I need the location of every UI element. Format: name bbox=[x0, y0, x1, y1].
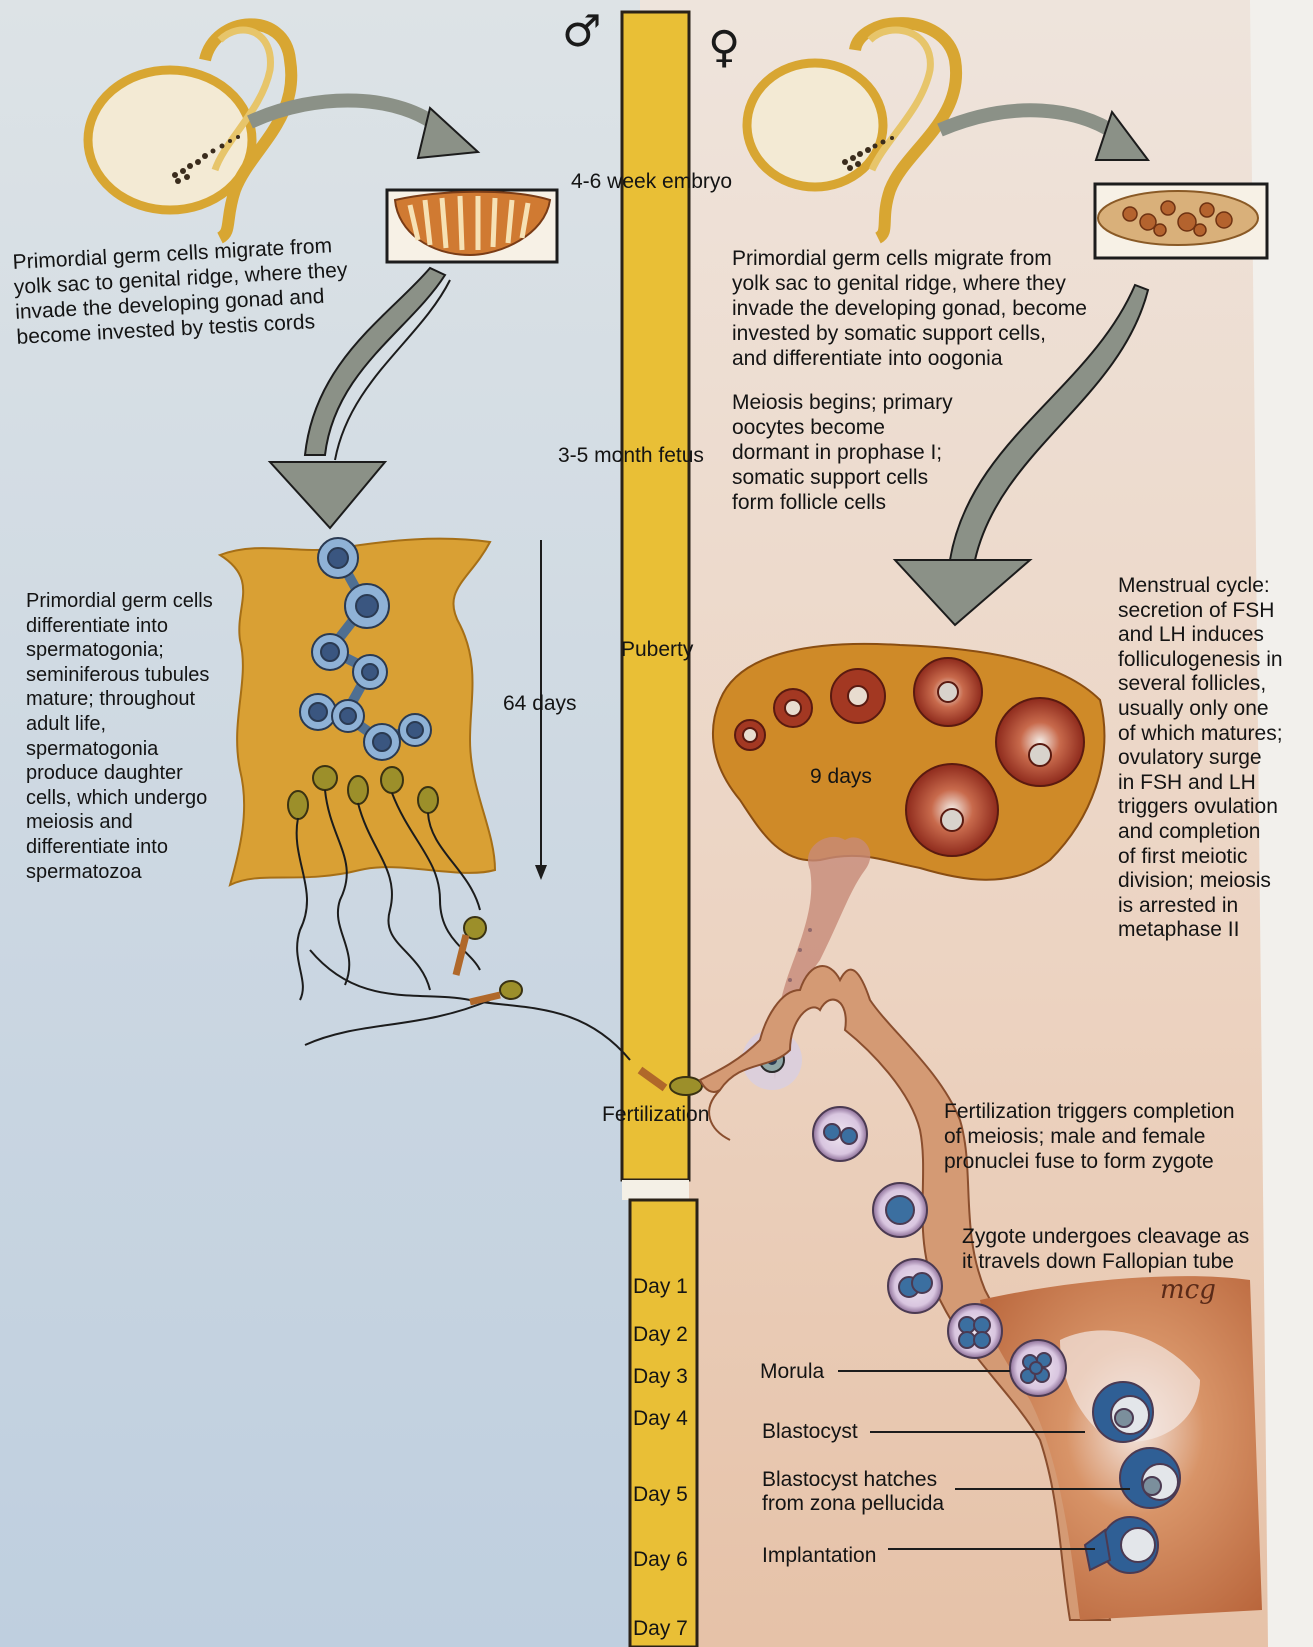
female-menstrual-cycle-text: Menstrual cycle: secretion of FSH and LH… bbox=[1118, 574, 1283, 943]
timeline-label-embryo: 4-6 week embryo bbox=[571, 170, 732, 194]
day-label: Day 3 bbox=[633, 1365, 703, 1389]
day-label: Day 7 bbox=[633, 1617, 703, 1641]
stage-label-morula: Morula bbox=[760, 1360, 824, 1384]
day-label: Day 2 bbox=[633, 1323, 703, 1347]
day-label: Day 1 bbox=[633, 1275, 703, 1299]
timeline-label-fetus: 3-5 month fetus bbox=[558, 444, 704, 468]
female-cleavage-text: Zygote undergoes cleavage as it travels … bbox=[962, 1224, 1249, 1274]
timeline-label-fertilization: Fertilization bbox=[602, 1103, 709, 1127]
stage-label-implantation: Implantation bbox=[762, 1544, 876, 1568]
spermatogenesis-duration-label: 64 days bbox=[503, 692, 577, 716]
stage-label-blastocyst: Blastocyst bbox=[762, 1420, 858, 1444]
female-meiosis-text: Meiosis begins; primary oocytes become d… bbox=[732, 390, 953, 515]
artist-signature: mcg bbox=[1160, 1278, 1216, 1302]
day-label: Day 5 bbox=[633, 1483, 703, 1507]
female-fertilization-text: Fertilization triggers completion of mei… bbox=[944, 1099, 1235, 1174]
male-migration-text: Primordial germ cells migrate from yolk … bbox=[12, 233, 351, 350]
day-label: Day 4 bbox=[633, 1407, 703, 1431]
male-spermatogenesis-text: Primordial germ cells differentiate into… bbox=[26, 589, 213, 884]
female-migration-text: Primordial germ cells migrate from yolk … bbox=[732, 246, 1087, 371]
follicle-duration-label: 9 days bbox=[810, 765, 872, 789]
timeline-label-puberty: Puberty bbox=[621, 638, 693, 662]
stage-label-hatching: Blastocyst hatches from zona pellucida bbox=[762, 1468, 944, 1516]
female-symbol-icon: ♀ bbox=[708, 26, 740, 70]
day-label: Day 6 bbox=[633, 1548, 703, 1572]
male-symbol-icon: ♂ bbox=[562, 10, 601, 54]
